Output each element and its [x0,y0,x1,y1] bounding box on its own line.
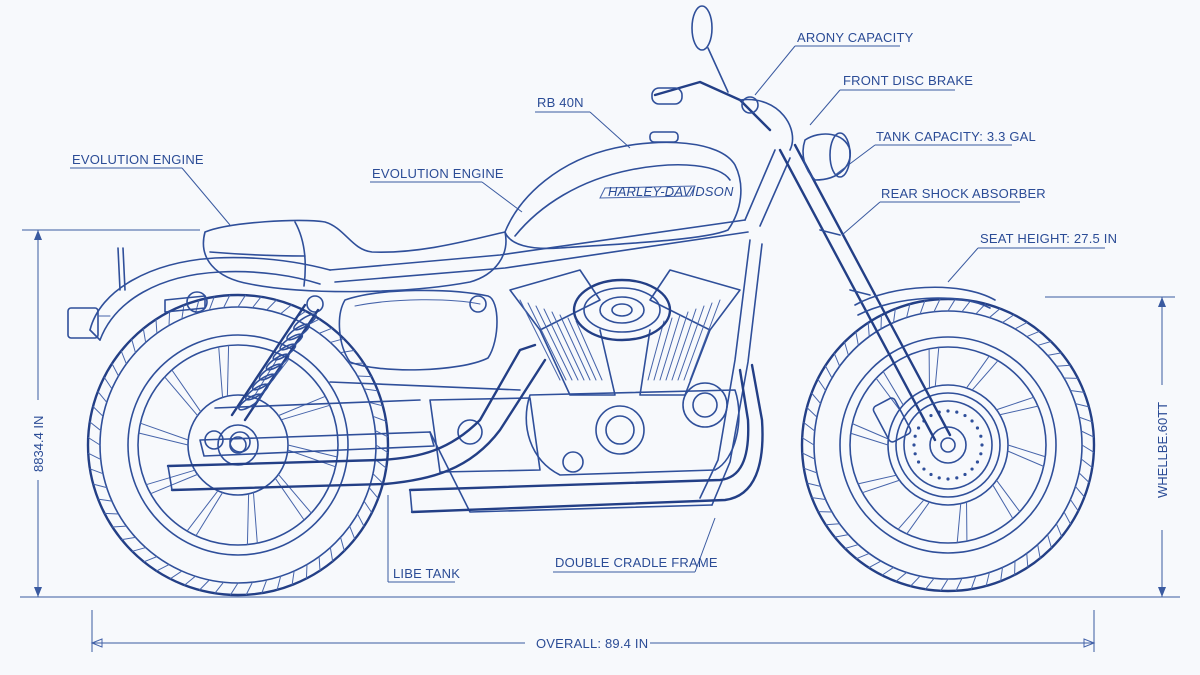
side-cover [306,289,498,371]
tank-badge-text: HARLEY-DAVIDSON [608,184,734,199]
wheelbase-dimension-right [1045,296,1175,597]
label-libe-tank: LIBE TANK [393,566,460,581]
label-evolution-engine-left: EVOLUTION ENGINE [72,152,204,167]
label-wheelbase-right: WHELLBE.60TT [1155,402,1170,498]
label-overall: OVERALL: 89.4 IN [536,636,648,651]
rear-wheel [86,293,390,597]
callout-lines [70,45,1105,583]
headlight [802,132,851,181]
swingarm [199,399,435,457]
height-dimension-left [22,229,200,597]
label-tank-capacity: TANK CAPACITY: 3.3 GAL [876,129,1036,144]
label-rb-40n: RB 40N [537,95,584,110]
exhaust [166,343,764,514]
front-wheel [800,297,1096,593]
front-fender [854,286,996,316]
label-height-left: 8834.4 IN [31,416,46,472]
handlebar-mirror [651,5,794,151]
label-evolution-engine-center: EVOLUTION ENGINE [372,166,504,181]
label-front-disc-brake: FRONT DISC BRAKE [843,73,973,88]
evolution-engine [429,269,741,476]
overall-dimension [90,610,1096,652]
label-double-cradle-frame: DOUBLE CRADLE FRAME [555,555,718,570]
rear-shock [229,303,320,453]
front-brake-disc [903,400,993,490]
label-arony-capacity: ARONY CAPACITY [797,30,914,45]
label-rear-shock-absorber: REAR SHOCK ABSORBER [881,186,1046,201]
label-seat-height: SEAT HEIGHT: 27.5 IN [980,231,1117,246]
front-fork [778,143,952,443]
fuel-tank: HARLEY-DAVIDSON [504,131,742,250]
